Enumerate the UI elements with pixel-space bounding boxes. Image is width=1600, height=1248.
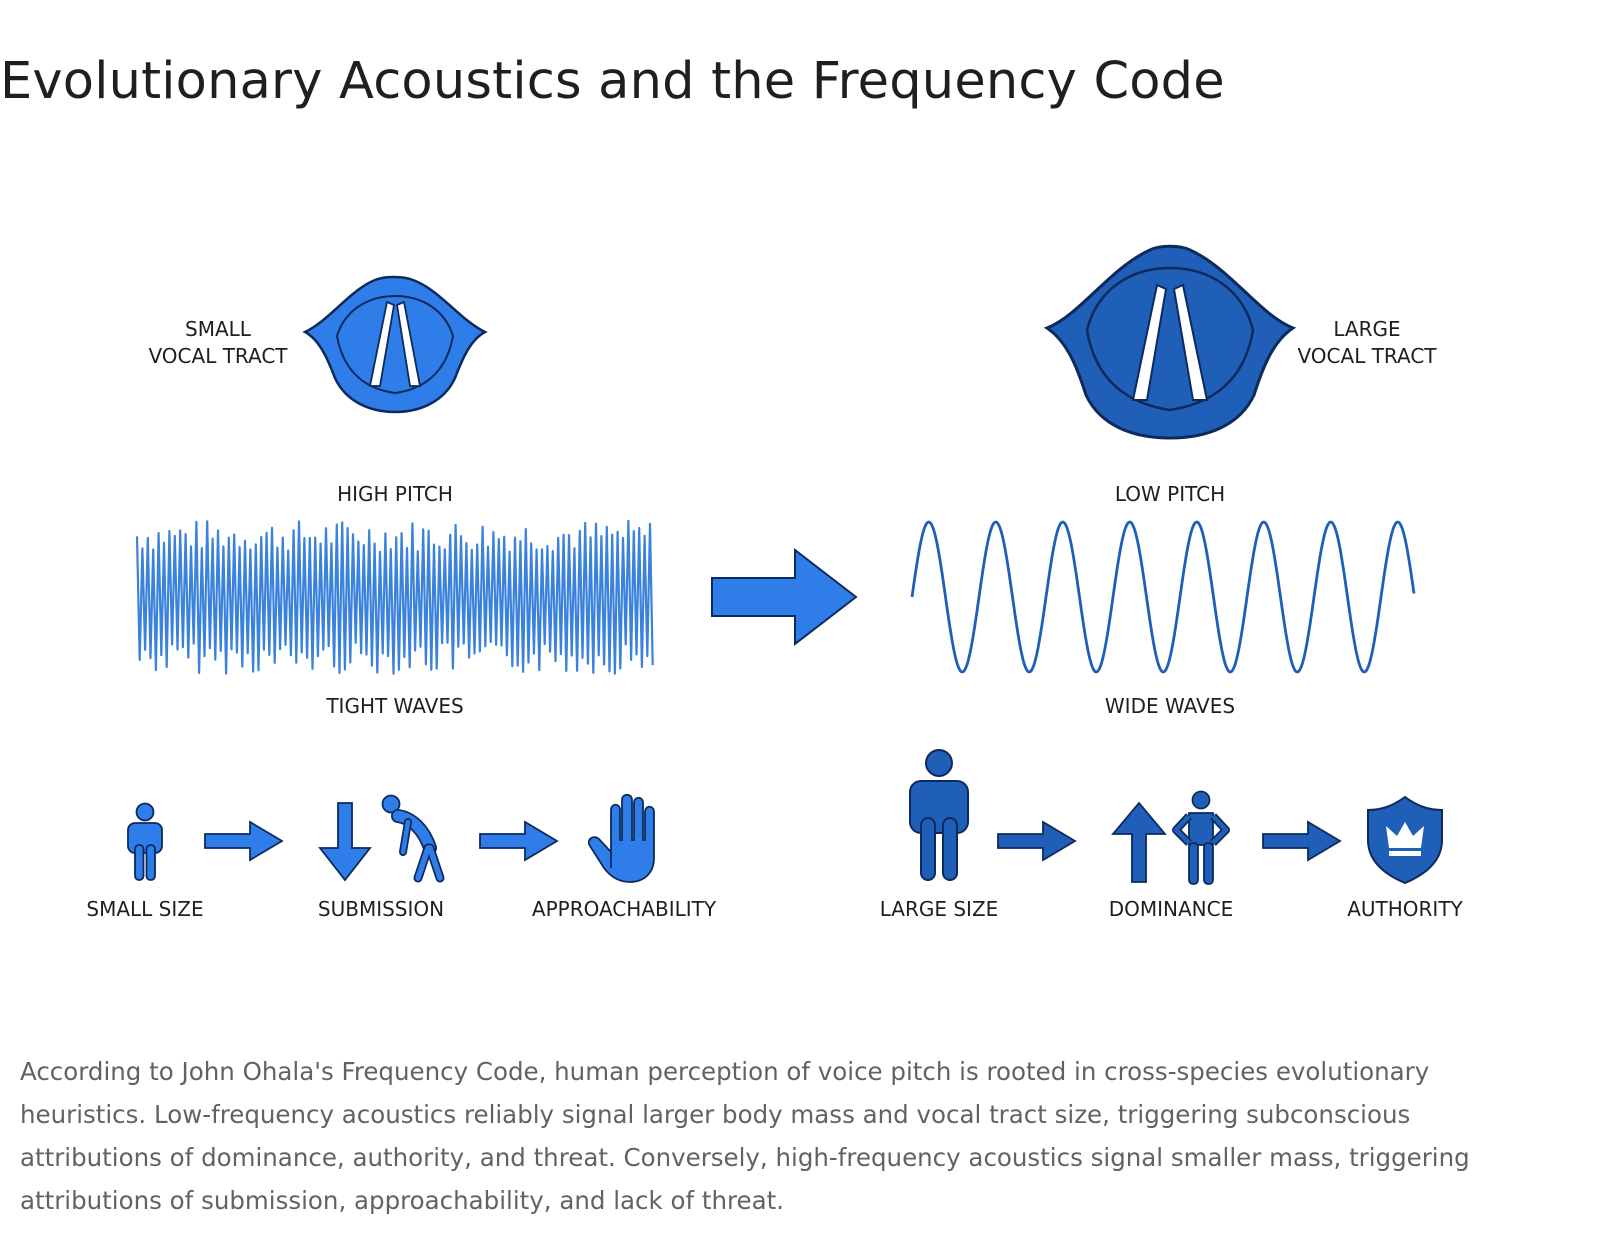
large-vocal-tract-label-line1: LARGE: [1333, 317, 1400, 341]
page-title: Evolutionary Acoustics and the Frequency…: [0, 52, 1225, 111]
arrow-down-icon: [318, 802, 372, 882]
arrow-right-icon: [479, 820, 559, 862]
frequency-code-diagram: SMALL VOCAL TRACT LARGE VOCAL TRACT HIGH…: [86, 244, 1464, 921]
transition-arrow-icon: [711, 547, 858, 647]
bowing-person-icon: [381, 794, 445, 883]
flow-label-large-size: LARGE SIZE: [880, 897, 999, 921]
small-person-icon: [127, 802, 163, 881]
flow-label-small-size: SMALL SIZE: [86, 897, 203, 921]
flow-label-dominance: DOMINANCE: [1109, 897, 1234, 921]
hands-on-hips-person-icon: [1172, 790, 1230, 885]
arrow-up-icon: [1111, 801, 1167, 883]
flow-label-submission: SUBMISSION: [318, 897, 444, 921]
high-pitch-label: HIGH PITCH: [337, 482, 453, 506]
arrow-right-icon: [997, 820, 1077, 862]
wide-waves-label: WIDE WAVES: [1105, 694, 1235, 718]
flow-label-approachability: APPROACHABILITY: [532, 897, 717, 921]
small-vocal-tract-icon: [302, 275, 488, 414]
flow-label-authority: AUTHORITY: [1347, 897, 1463, 921]
raised-hand-icon: [587, 793, 655, 883]
crown-shield-icon: [1367, 795, 1443, 885]
arrow-right-icon: [204, 820, 284, 862]
low-pitch-label: LOW PITCH: [1115, 482, 1225, 506]
small-vocal-tract-label-line1: SMALL: [185, 317, 252, 341]
arrow-right-icon: [1262, 820, 1342, 862]
large-vocal-tract-icon: [1043, 244, 1297, 440]
small-vocal-tract-label-line2: VOCAL TRACT: [148, 344, 288, 368]
tight-waves-label: TIGHT WAVES: [325, 694, 463, 718]
wide-waveform: [910, 520, 1416, 674]
caption-paragraph: According to John Ohala's Frequency Code…: [20, 1057, 1470, 1215]
large-vocal-tract-label-line2: VOCAL TRACT: [1297, 344, 1437, 368]
large-person-icon: [909, 749, 969, 881]
tight-waveform: [135, 519, 654, 675]
